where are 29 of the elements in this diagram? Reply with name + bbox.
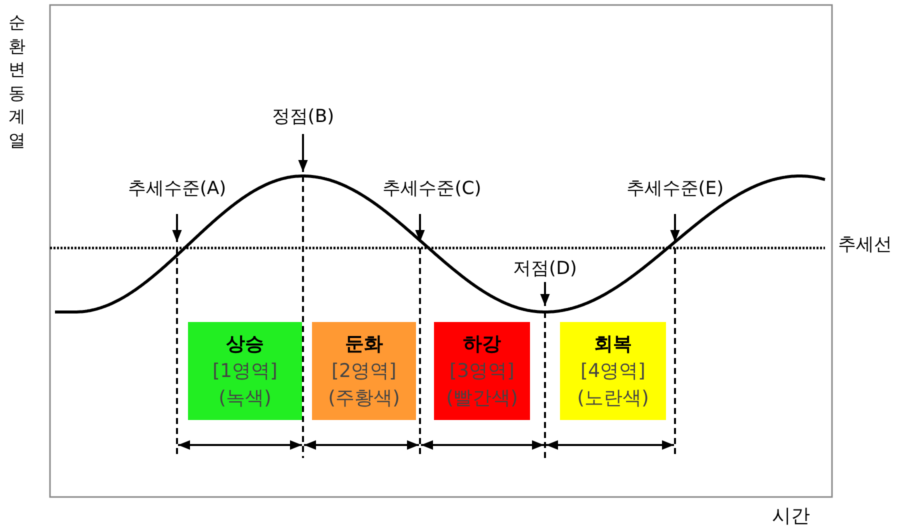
- phase-box: [434, 322, 530, 420]
- leader-arrow: [540, 282, 550, 306]
- phase-box: [560, 322, 666, 420]
- point-label: 저점(D): [513, 256, 577, 280]
- phase-title: 상승: [226, 332, 264, 356]
- phase-note: (빨간색): [446, 386, 518, 410]
- phase-note: [2영역]: [332, 358, 396, 384]
- phase-note: (녹색): [218, 386, 272, 410]
- point-label: 추세수준(C): [382, 176, 482, 200]
- phase-box: [312, 322, 416, 420]
- phase-title: 하강: [463, 332, 501, 356]
- phase-title: 둔화: [345, 332, 383, 356]
- leader-arrow: [670, 214, 680, 242]
- axis-title: 순환변동계열: [8, 12, 26, 152]
- phase-note: [1영역]: [212, 358, 278, 384]
- phase-note: [4영역]: [580, 358, 646, 384]
- leader-arrow: [298, 134, 308, 172]
- phase-note: (노란색): [577, 386, 649, 410]
- phase-note: (주황색): [328, 386, 400, 410]
- phase-note: [3영역]: [450, 358, 514, 384]
- leader-arrow: [172, 214, 182, 242]
- axis-title: 시간: [772, 504, 810, 528]
- leader-arrow: [415, 214, 425, 242]
- point-label: 정점(B): [272, 104, 334, 128]
- trend-line-label: 추세선: [838, 233, 892, 256]
- point-label: 추세수준(A): [128, 176, 226, 200]
- phase-title: 회복: [594, 332, 632, 356]
- point-label: 추세수준(E): [626, 176, 724, 200]
- phase-box: [188, 322, 302, 420]
